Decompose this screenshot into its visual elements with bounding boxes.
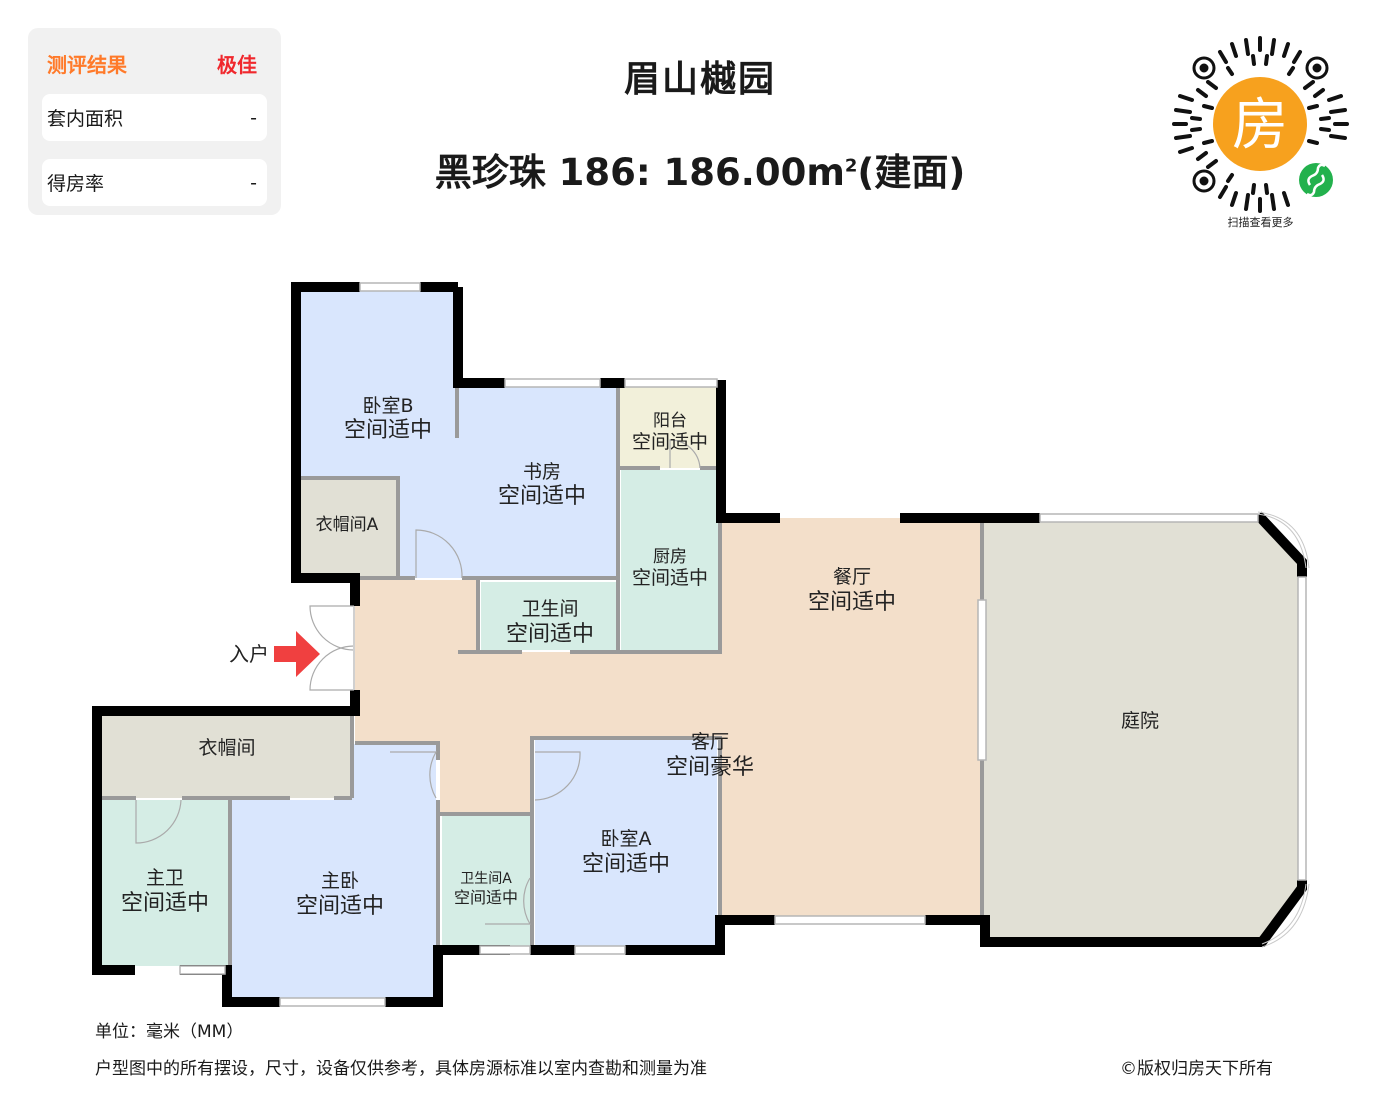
door-icon: [309, 605, 355, 651]
room-fill-closet[interactable]: [101, 714, 351, 798]
room-fill-master-bedroom[interactable]: [232, 744, 436, 998]
disclaimer: 户型图中的所有摆设，尺寸，设备仅供参考，具体房源标准以室内查勘和测量为准: [95, 1059, 707, 1079]
unit-title-text: 黑珍珠 186: 186.00m: [434, 151, 845, 194]
room-fill-kitchen[interactable]: [621, 470, 719, 650]
window: [1039, 513, 1259, 523]
room-rating: 空间适中: [632, 567, 708, 589]
room-fill-bedroom-a[interactable]: [535, 740, 717, 946]
evaluation-row-efficiency: 得房率 -: [42, 159, 267, 206]
unit-title-suffix: (建面): [857, 151, 966, 194]
window: [574, 945, 626, 955]
window: [504, 378, 601, 388]
window: [774, 915, 926, 925]
room-rating: 空间适中: [454, 888, 518, 907]
copyright: ©版权归房天下所有: [1120, 1059, 1273, 1079]
door-icon: [534, 751, 581, 801]
room-name: 卧室A: [601, 828, 652, 850]
window: [179, 965, 226, 975]
evaluation-row-value: -: [250, 106, 257, 129]
room-name: 卫生间A: [460, 871, 512, 887]
evaluation-title: 测评结果: [47, 52, 127, 77]
window: [279, 997, 386, 1007]
door-icon: [390, 751, 438, 799]
unit-superscript: 2: [844, 155, 858, 177]
qr-center-glyph: 房: [1232, 93, 1288, 158]
evaluation-row-label: 得房率: [47, 173, 105, 195]
window: [359, 282, 421, 292]
room-name: 主卫: [146, 867, 184, 889]
room-rating: 空间豪华: [666, 755, 754, 780]
evaluation-grade: 极佳: [217, 52, 257, 77]
exterior-walls: [92, 282, 1307, 1007]
entrance-arrow-icon[interactable]: [274, 631, 320, 677]
room-rating: 空间适中: [506, 622, 594, 647]
qr-caption: 扫描查看更多: [1227, 216, 1294, 229]
room-rating: 空间适中: [121, 891, 209, 916]
entrance-label: 入户: [229, 642, 269, 666]
room-rating: 空间适中: [498, 484, 586, 509]
room-fill-living-dining[interactable]: [355, 518, 982, 918]
room-name: 书房: [523, 461, 561, 483]
room-name: 客厅: [691, 731, 729, 753]
mini-program-icon: [1299, 163, 1333, 197]
room-name: 衣帽间A: [316, 515, 379, 535]
room-fill-courtyard[interactable]: [984, 516, 1302, 940]
unit-title: 黑珍珠 186: 186.00m2(建面): [0, 142, 1400, 196]
room-rating: 空间适中: [344, 418, 432, 443]
room-fill-bathroom[interactable]: [481, 582, 618, 650]
room-rating: 空间适中: [632, 431, 708, 453]
room-name: 餐厅: [833, 566, 871, 588]
room-fill-closet-a[interactable]: [300, 480, 398, 576]
room-name: 主卧: [321, 870, 359, 892]
project-title: 眉山樾园: [623, 59, 776, 100]
bay-window-arcs: [1257, 511, 1310, 948]
evaluation-row-label: 套内面积: [47, 108, 124, 130]
evaluation-row-value: -: [250, 171, 257, 194]
qr-finder-icon: [1192, 56, 1329, 193]
room-rating: 空间适中: [296, 894, 384, 919]
mini-program-glyph-icon: [1306, 163, 1326, 197]
room-labels: 卧室B 空间适中 书房 空间适中 阳台 空间适中 衣帽间A 厨房 空间适中 卫生…: [121, 395, 1159, 919]
room-name: 厨房: [653, 547, 687, 567]
qr-center-badge: [1213, 77, 1307, 171]
evaluation-card: 测评结果 极佳 套内面积 - 得房率 -: [28, 28, 281, 215]
door-icon: [669, 439, 701, 469]
window: [624, 378, 718, 388]
door-icon: [135, 799, 182, 844]
room-name: 卧室B: [362, 395, 413, 417]
room-fill-master-bath[interactable]: [102, 800, 228, 966]
door-swings: [135, 439, 701, 925]
evaluation-header: 测评结果 极佳: [47, 48, 257, 78]
interior-walls: [100, 384, 984, 966]
window: [977, 599, 987, 761]
room-fill-balcony[interactable]: [620, 384, 718, 468]
door-icon: [309, 645, 355, 691]
room-rating: 空间适中: [582, 852, 670, 877]
window: [479, 945, 531, 955]
room-name: 阳台: [653, 411, 687, 431]
unit-note: 单位：毫米（MM）: [95, 1022, 244, 1042]
qr-code[interactable]: 房: [1168, 32, 1353, 217]
room-name: 庭院: [1121, 710, 1159, 732]
qr-pattern-icon: [1172, 36, 1349, 213]
room-name: 卫生间: [521, 598, 578, 620]
windows: [179, 282, 1307, 1007]
room-fills: [101, 288, 1302, 998]
room-name: 衣帽间: [198, 737, 255, 759]
room-rating: 空间适中: [808, 590, 896, 615]
door-icon: [415, 529, 463, 579]
door-icon: [485, 877, 532, 925]
evaluation-row-inner-area: 套内面积 -: [42, 94, 267, 141]
window: [1297, 576, 1307, 881]
